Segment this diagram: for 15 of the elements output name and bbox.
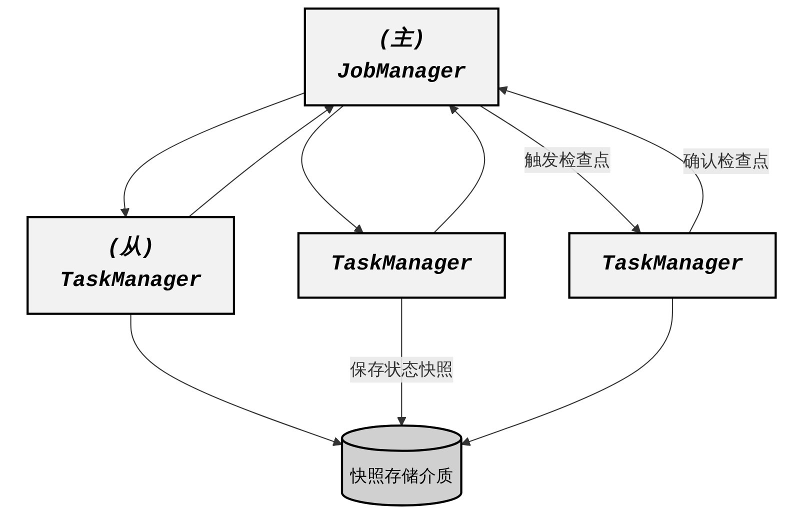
arrow [480,104,642,234]
arrow [188,104,335,218]
arrow [302,104,364,234]
edge-label: 触发检查点 [524,149,611,170]
edge-label: 确认检查点 [684,150,770,171]
arrow [130,314,343,446]
arrow [434,104,486,234]
arrow [461,298,674,446]
edge-label: 保存状态快照 [350,358,454,380]
arrow [498,86,704,234]
node-box: (主) JobManager [304,8,500,106]
node-box: (从) TaskManager [26,216,236,315]
node-box: TaskManager [298,232,506,299]
node-box: TaskManager [568,232,778,299]
arrow [120,92,306,218]
